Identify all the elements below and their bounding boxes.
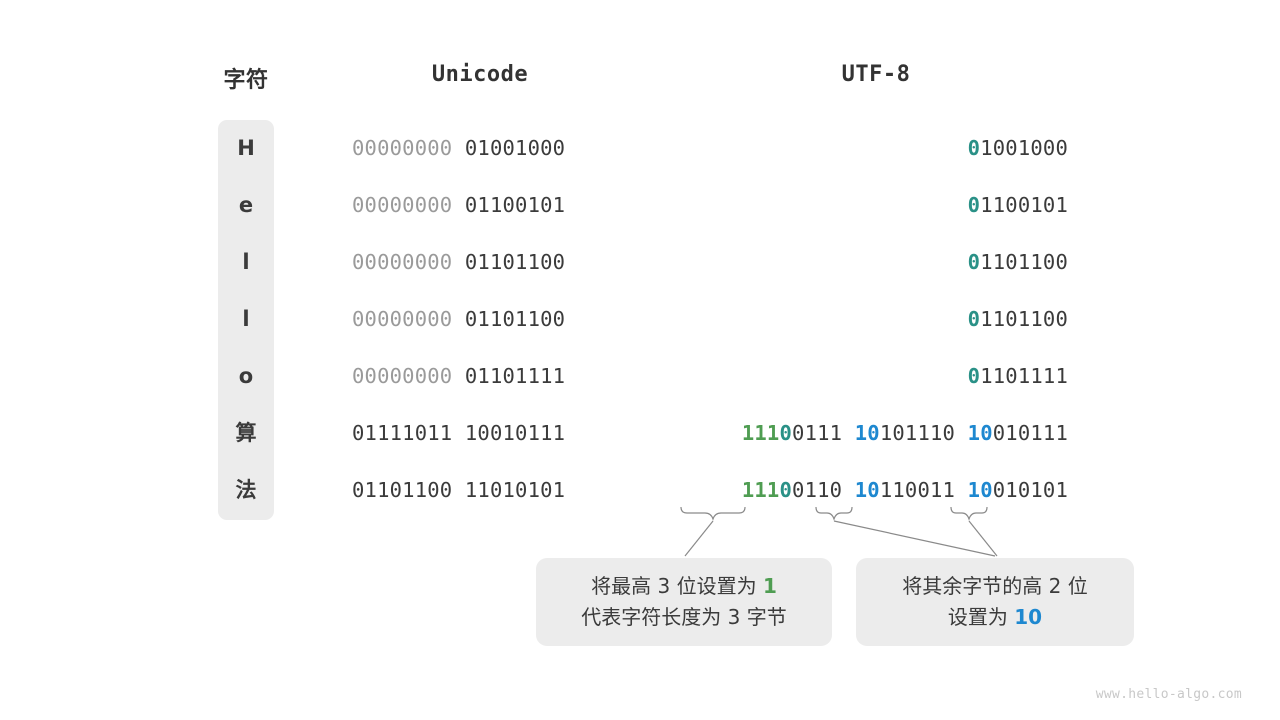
utf8-bits-dark: 1100101 bbox=[980, 193, 1068, 217]
callout-text-blue: 10 bbox=[1014, 605, 1043, 629]
unicode-low-byte: 01100101 bbox=[464, 193, 566, 217]
watermark: www.hello-algo.com bbox=[1095, 687, 1242, 702]
utf8-bits-dark: 0111 bbox=[792, 421, 855, 445]
utf8-cell: 01100101 bbox=[600, 177, 1068, 234]
utf8-bits-blue: 0 bbox=[867, 421, 880, 445]
unicode-cell: 01101100 11010101 bbox=[352, 462, 608, 519]
utf8-bits-teal: 0 bbox=[779, 421, 793, 445]
utf8-bits-teal: 0 bbox=[779, 478, 793, 502]
leader-line-2 bbox=[833, 520, 996, 557]
utf8-bits-green: 111 bbox=[741, 478, 780, 502]
char-cell: l bbox=[242, 250, 250, 274]
utf8-bits-blue: 1 bbox=[854, 421, 868, 445]
utf8-bits-dark: 1101111 bbox=[980, 364, 1068, 388]
unicode-high-byte: 00000000 bbox=[352, 364, 465, 388]
callout-text-green: 1 bbox=[762, 574, 777, 598]
utf8-cell: 01101100 bbox=[600, 234, 1068, 291]
unicode-cell: 00000000 01001000 bbox=[352, 120, 608, 177]
utf8-bits-teal: 0 bbox=[967, 250, 981, 274]
utf8-bits-blue: 0 bbox=[867, 478, 880, 502]
utf8-bits-blue: 0 bbox=[980, 478, 993, 502]
callout-line: 将其余字节的高 2 位 bbox=[902, 571, 1087, 602]
utf8-bits-dark: 010111 bbox=[992, 421, 1068, 445]
column-header-char: 字符 bbox=[223, 68, 269, 93]
unicode-cell: 01111011 10010111 bbox=[352, 405, 608, 462]
utf8-cell: 01001000 bbox=[600, 120, 1068, 177]
utf8-cell: 01101100 bbox=[600, 291, 1068, 348]
unicode-high-byte: 00000000 bbox=[352, 136, 465, 160]
column-header-utf8: UTF-8 bbox=[841, 62, 911, 87]
unicode-low-byte: 01101111 bbox=[464, 364, 566, 388]
utf8-bits-dark: 1101100 bbox=[980, 307, 1068, 331]
unicode-high-byte: 00000000 bbox=[352, 307, 465, 331]
utf8-bits-dark: 010101 bbox=[992, 478, 1068, 502]
column-header-unicode: Unicode bbox=[431, 62, 529, 87]
unicode-high-byte: 00000000 bbox=[352, 250, 465, 274]
utf8-bits-green: 111 bbox=[741, 421, 780, 445]
utf8-cell: 01101111 bbox=[600, 348, 1068, 405]
utf8-cell: 11100110 10110011 10010101 bbox=[600, 462, 1068, 519]
utf8-bits-teal: 0 bbox=[967, 307, 981, 331]
utf8-bits-teal: 0 bbox=[967, 136, 981, 160]
table-header: 字符 Unicode UTF-8 bbox=[0, 62, 1280, 104]
utf8-bits-dark: 101110 bbox=[879, 421, 968, 445]
char-cell: o bbox=[238, 364, 254, 388]
unicode-low-byte: 01111011 10010111 bbox=[352, 421, 566, 445]
utf8-bits-dark: 0110 bbox=[792, 478, 855, 502]
callout-line: 代表字符长度为 3 字节 bbox=[581, 602, 786, 633]
callout-text-dark: 将最高 3 位设置为 bbox=[591, 574, 763, 598]
utf8-cell: 11100111 10101110 10010111 bbox=[600, 405, 1068, 462]
utf8-bits-blue: 0 bbox=[980, 421, 993, 445]
unicode-low-byte: 01101100 bbox=[464, 307, 566, 331]
unicode-cell: 00000000 01101111 bbox=[352, 348, 608, 405]
char-cell: 算 bbox=[235, 421, 257, 445]
utf8-bits-dark: 1101100 bbox=[980, 250, 1068, 274]
callout-text-dark: 设置为 bbox=[947, 605, 1015, 629]
utf8-bits-dark: 110011 bbox=[879, 478, 968, 502]
unicode-cell: 00000000 01101100 bbox=[352, 234, 608, 291]
utf8-bits-dark: 1001000 bbox=[980, 136, 1068, 160]
unicode-low-byte: 01101100 11010101 bbox=[352, 478, 566, 502]
char-cell: l bbox=[242, 307, 250, 331]
utf8-bits-blue: 1 bbox=[967, 421, 981, 445]
unicode-cell: 00000000 01100101 bbox=[352, 177, 608, 234]
utf8-bits-blue: 1 bbox=[854, 478, 868, 502]
callout-text-dark: 将其余字节的高 2 位 bbox=[902, 574, 1088, 598]
char-column-background bbox=[218, 120, 274, 520]
unicode-low-byte: 01001000 bbox=[464, 136, 566, 160]
utf8-bits-teal: 0 bbox=[967, 364, 981, 388]
leader-line-1 bbox=[684, 520, 714, 557]
utf8-bits-teal: 0 bbox=[967, 193, 981, 217]
unicode-low-byte: 01101100 bbox=[464, 250, 566, 274]
leader-line-3 bbox=[968, 520, 998, 557]
callout-text-dark: 代表字符长度为 3 字节 bbox=[581, 605, 787, 629]
unicode-cell: 00000000 01101100 bbox=[352, 291, 608, 348]
callout-continuation-bits: 将其余字节的高 2 位设置为 10 bbox=[856, 558, 1134, 646]
callout-highest-3-bits: 将最高 3 位设置为 1 代表字符长度为 3 字节 bbox=[536, 558, 832, 646]
callout-line: 将最高 3 位设置为 1 bbox=[591, 571, 777, 602]
callout-line: 设置为 10 bbox=[948, 602, 1042, 633]
char-cell: H bbox=[237, 136, 255, 160]
unicode-high-byte: 00000000 bbox=[352, 193, 465, 217]
utf8-bits-blue: 1 bbox=[967, 478, 981, 502]
char-cell: e bbox=[238, 193, 254, 217]
char-cell: 法 bbox=[235, 478, 257, 502]
